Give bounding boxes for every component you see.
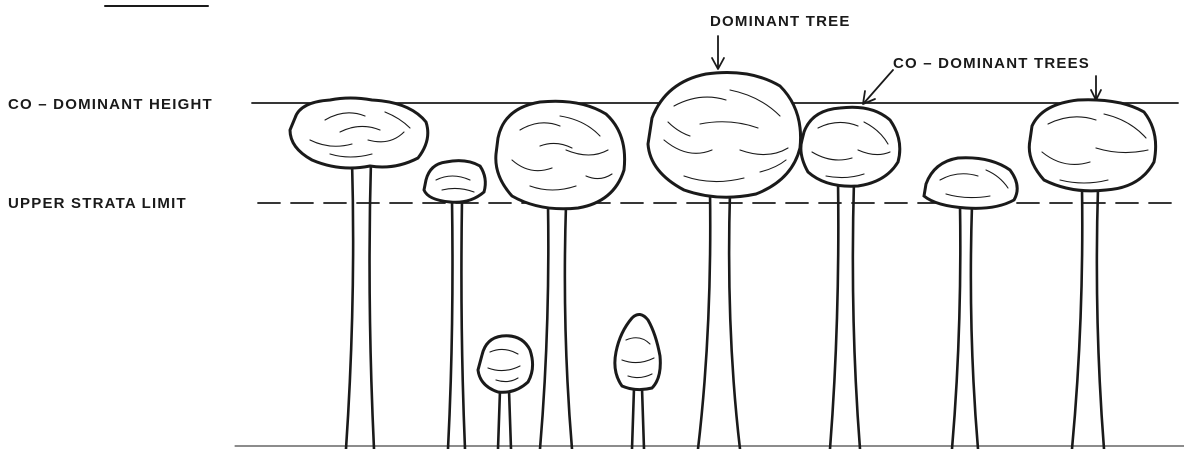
tree-7-codominant <box>801 107 900 449</box>
codominant-trees-label: CO – DOMINANT TREES <box>893 55 1090 72</box>
dominant-tree-arrow <box>712 36 724 69</box>
tree-4 <box>496 101 625 449</box>
tree-8 <box>924 158 1017 449</box>
tree-6-dominant <box>648 73 801 449</box>
upper-strata-limit-label: UPPER STRATA LIMIT <box>8 195 187 212</box>
codominant-height-label: CO – DOMINANT HEIGHT <box>8 96 213 113</box>
tree-1 <box>290 98 428 449</box>
tree-2 <box>424 161 485 449</box>
tree-5 <box>615 314 660 449</box>
tree-3 <box>478 336 533 449</box>
tree-9-codominant <box>1029 100 1155 449</box>
dominant-tree-label: DOMINANT TREE <box>710 13 851 30</box>
codominant-trees-arrow-left <box>863 70 893 104</box>
codominant-trees-arrow-right <box>1091 76 1101 100</box>
